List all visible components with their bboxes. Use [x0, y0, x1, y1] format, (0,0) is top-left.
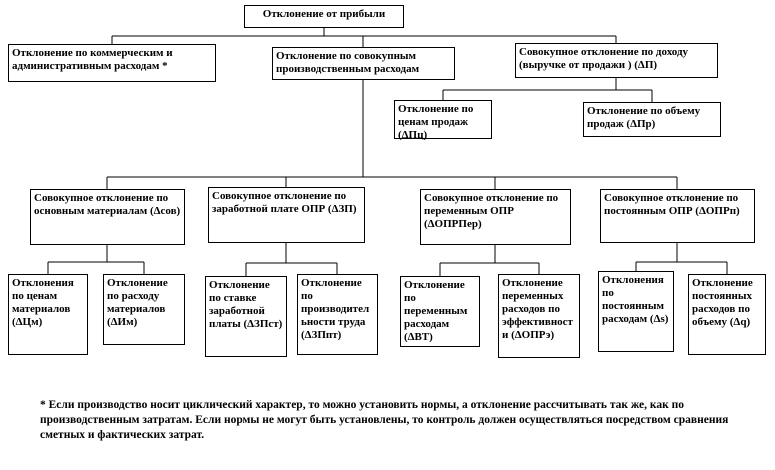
- node-fixed-opr-deviation: Совокупное отклонение по постоянным ОПР …: [600, 189, 755, 243]
- node-material-usage-deviation: Отклонение по расходу материалов (ΔИм): [103, 274, 185, 345]
- node-variable-opr-deviation: Совокупное отклонение по переменным ОПР …: [420, 189, 571, 245]
- node-wages-deviation: Совокупное отклонение по заработной плат…: [208, 187, 365, 243]
- node-fixed-expense-deviation: Отклонения по постоянным расходам (Δs): [598, 271, 674, 352]
- node-wage-rate-deviation: Отклонение по ставке заработной платы (Δ…: [205, 276, 287, 357]
- node-variable-expense-deviation: Отклонение по переменным расходам (ΔВТ): [400, 276, 480, 347]
- node-fixed-volume-deviation: Отклонение постоянных расходов по объему…: [688, 274, 766, 355]
- node-material-price-deviation: Отклонения по ценам материалов (ΔЦм): [8, 274, 88, 355]
- node-materials-deviation: Совокупное отклонение по основным матери…: [30, 189, 185, 245]
- node-income-deviation: Совокупное отклонение по доходу (выручке…: [515, 43, 718, 78]
- node-commercial-admin-deviation: Отклонение по коммерческим и администрат…: [8, 44, 216, 82]
- node-profit-deviation: Отклонение от прибыли: [244, 5, 404, 28]
- node-labor-productivity-deviation: Отклонение по производительности труда (…: [297, 274, 378, 355]
- node-sales-price-deviation: Отклонение по ценам продаж (ΔПц): [394, 100, 492, 141]
- node-sales-volume-deviation: Отклонение по объему продаж (ΔПр): [583, 102, 721, 137]
- node-variable-efficiency-deviation: Отклонение переменных расходов по эффект…: [498, 274, 580, 358]
- footnote: * Если производство носит циклический ха…: [40, 399, 729, 441]
- node-total-production-deviation: Отклонение по совокупным производственны…: [272, 47, 455, 80]
